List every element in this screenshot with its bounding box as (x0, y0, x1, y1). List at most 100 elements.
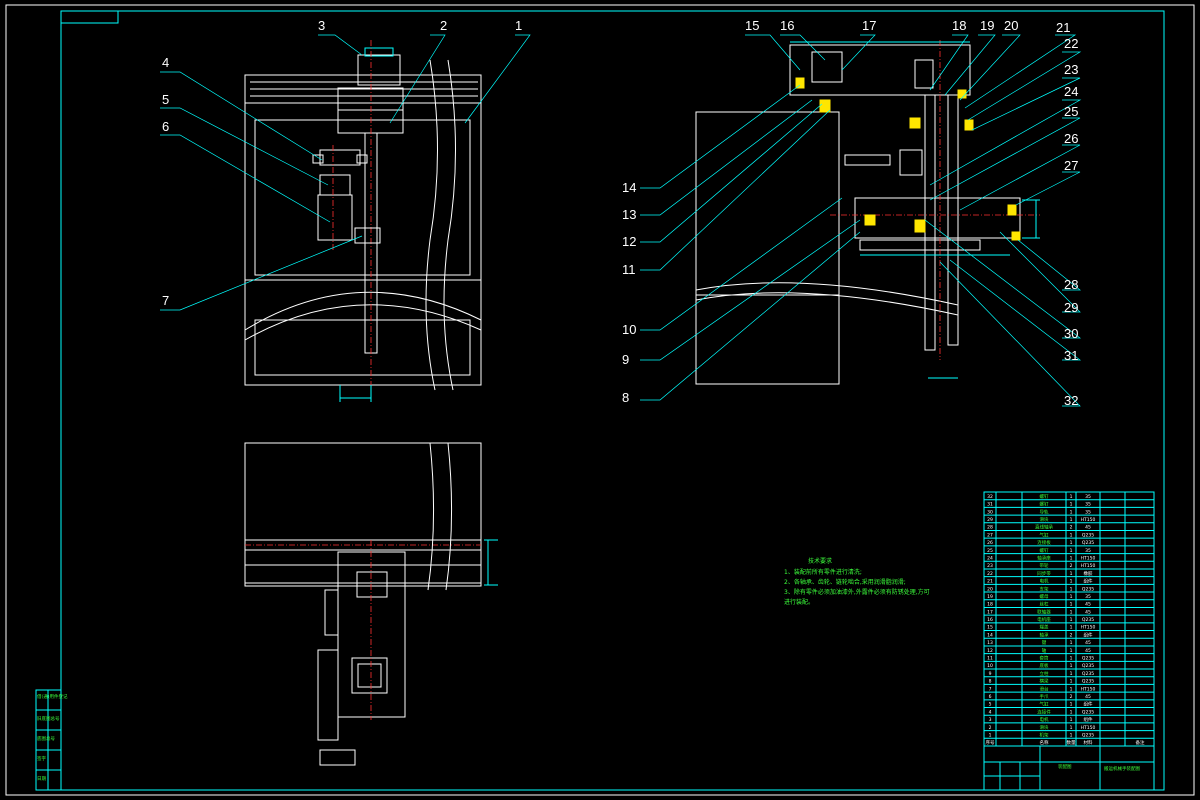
bom-cell-mat: HT150 (1081, 555, 1096, 561)
bom-cell-name: 横梁 (1040, 678, 1049, 685)
callout-31: 31 (1064, 348, 1078, 363)
bom-cell-no: 14 (987, 632, 993, 638)
bom-cell-name: 立柱 (1040, 670, 1049, 677)
bom-cell-name: 螺钉 (1040, 547, 1049, 554)
bom-cell-mat: 35 (1085, 509, 1091, 515)
bom-cell-qty: 1 (1070, 709, 1073, 715)
bom-cell-qty: 1 (1070, 540, 1073, 546)
bom-cell-name: 带轮 (1040, 562, 1049, 569)
bom-cell-qty: 1 (1070, 648, 1073, 654)
callout-7: 7 (162, 293, 169, 308)
bom-cell-name: 滑块 (1040, 516, 1049, 523)
bom-cell-qty: 1 (1070, 602, 1073, 608)
callout-5: 5 (162, 92, 169, 107)
bom-cell-no: 2 (989, 725, 992, 731)
bom-cell-mat: HT150 (1081, 686, 1096, 692)
bom-cell-name: 支架 (1040, 585, 1049, 592)
bom-cell-name: 电机 (1040, 578, 1049, 585)
bom-cell-name: 螺钉 (1040, 493, 1049, 500)
bom-cell-qty: 1 (1070, 717, 1073, 723)
callout-25: 25 (1064, 104, 1078, 119)
bom-cell-name: 连接件 (1037, 708, 1051, 715)
callout-11: 11 (622, 262, 636, 277)
side-view (695, 40, 1040, 385)
bom-cell-name: 轴承座 (1037, 554, 1051, 561)
bom-cell-no: 13 (987, 640, 993, 646)
callout-19: 19 (980, 18, 994, 33)
bom-cell-qty: 1 (1070, 656, 1073, 662)
callout-22: 22 (1064, 36, 1078, 51)
bom-cell-no: 29 (987, 517, 993, 523)
bom-cell-qty: 1 (1070, 617, 1073, 623)
callout-20: 20 (1004, 18, 1018, 33)
bom-cell-qty: 1 (1070, 509, 1073, 515)
bom-cell-name: 气缸 (1040, 531, 1049, 538)
bom-cell-no: 11 (987, 656, 993, 662)
bom-cell-mat: 组件 (1084, 716, 1093, 723)
bom-cell-no: 16 (987, 617, 993, 623)
tech-note-4: 进行装配。 (784, 598, 814, 606)
bom-cell-mat: HT150 (1081, 563, 1096, 569)
bom-cell-no: 17 (987, 609, 993, 615)
left-strip: 借(通)用件登记 旧底图总号 底图总号 签字 日期 (35, 689, 68, 791)
strip-label-3: 签字 (37, 755, 46, 762)
bom-cell-mat: 35 (1085, 502, 1091, 508)
bom-cell-no: 23 (987, 563, 993, 569)
callout-14: 14 (622, 180, 636, 195)
bom-cell-name: 气缸 (1040, 701, 1049, 708)
bom-cell-mat: 35 (1085, 594, 1091, 600)
bom-cell-qty: 1 (1070, 625, 1073, 631)
bom-cell-mat: Q235 (1082, 532, 1094, 538)
tech-notes: 技术要求 1、装配前所有零件进行清洗; 2、各轴承、齿轮、链轮啮合,采用润滑脂润… (784, 557, 930, 606)
drawing-name: 装配图 (1058, 763, 1072, 770)
bom-cell-name: 套筒 (1040, 655, 1049, 662)
bom-cell-no: 19 (987, 594, 993, 600)
bom-cell-mat: 组件 (1084, 701, 1093, 708)
corner-box (60, 10, 119, 24)
inner-frame (60, 10, 1165, 791)
bom-cell-qty: 1 (1070, 579, 1073, 585)
bom-cell-name: 手爪 (1040, 693, 1049, 700)
bom-cell-qty: 1 (1070, 679, 1073, 685)
callout-8: 8 (622, 390, 629, 405)
callout-29: 29 (1064, 300, 1078, 315)
callout-30: 30 (1064, 326, 1078, 341)
bom-cell-qty: 1 (1070, 686, 1073, 692)
bom-cell-name: 螺母 (1040, 593, 1049, 600)
left-callouts: 1 2 3 4 5 6 7 (160, 18, 531, 311)
bom-cell-no: 22 (987, 571, 993, 577)
bom-cell-no: 7 (989, 686, 992, 692)
callout-10: 10 (622, 322, 636, 337)
bom-header-mat: 材料 (1084, 739, 1093, 746)
bom-cell-mat: 橡胶 (1084, 570, 1093, 577)
callout-9: 9 (622, 352, 629, 367)
bom-cell-no: 1 (989, 733, 992, 739)
bom-cell-no: 12 (987, 648, 993, 654)
callout-1: 1 (515, 18, 522, 33)
callout-13: 13 (622, 207, 636, 222)
bom-cell-qty: 1 (1070, 702, 1073, 708)
callout-16: 16 (780, 18, 794, 33)
bom-cell-qty: 2 (1070, 694, 1073, 700)
strip-label-0: 借(通)用件登记 (37, 693, 68, 700)
callout-6: 6 (162, 119, 169, 134)
bom-header-note: 备注 (1136, 739, 1145, 746)
right-callouts: 8 9 10 11 12 13 14 15 16 17 18 19 20 21 … (622, 18, 1082, 408)
bom-cell-mat: 45 (1085, 648, 1091, 654)
bom-cell-qty: 1 (1070, 640, 1073, 646)
bom-cell-qty: 1 (1070, 586, 1073, 592)
bom-cell-qty: 2 (1070, 563, 1073, 569)
bom-cell-no: 15 (987, 625, 993, 631)
bom-cell-no: 9 (989, 671, 992, 677)
callout-24: 24 (1064, 84, 1078, 99)
bom-cell-mat: HT150 (1081, 625, 1096, 631)
top-view (244, 442, 498, 766)
bom-cell-qty: 1 (1070, 671, 1073, 677)
bom-cell-name: 机架 (1040, 732, 1049, 739)
callout-23: 23 (1064, 62, 1078, 77)
bom-cell-name: 滑台 (1040, 685, 1049, 692)
bom-cell-mat: 45 (1085, 640, 1091, 646)
bom-cell-mat: Q235 (1082, 679, 1094, 685)
